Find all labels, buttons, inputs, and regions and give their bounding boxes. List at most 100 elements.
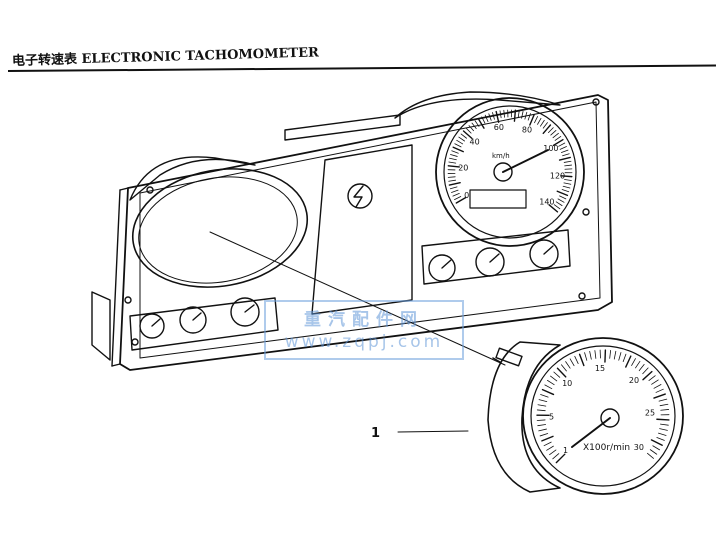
gauge-tick bbox=[659, 428, 668, 431]
gauge-tick bbox=[648, 375, 656, 381]
rear-box-top bbox=[284, 114, 401, 141]
gauge-scale-label: 0 bbox=[464, 191, 469, 200]
gauge-tick bbox=[534, 116, 538, 124]
gauge-tick bbox=[451, 150, 459, 154]
gauge-tick bbox=[563, 182, 572, 185]
assembly-line bbox=[209, 231, 506, 366]
gauge-tick bbox=[552, 453, 560, 460]
mount-hole bbox=[146, 186, 154, 194]
gauge-tick bbox=[449, 186, 458, 190]
mount-hole bbox=[578, 292, 586, 300]
gauge-tick bbox=[454, 143, 462, 148]
gauge-tick bbox=[556, 190, 569, 197]
speedometer-hub bbox=[493, 162, 513, 182]
speedometer-dial bbox=[443, 105, 577, 239]
small-gauge-air2 bbox=[529, 239, 559, 269]
small-gauge-air1 bbox=[475, 247, 505, 277]
gauge-tick bbox=[659, 403, 669, 407]
gauge-tick bbox=[561, 149, 569, 153]
gauge-tick bbox=[454, 196, 462, 200]
gauge-tick bbox=[642, 367, 649, 375]
panel-outer bbox=[119, 94, 613, 371]
gauge-tick bbox=[450, 154, 458, 157]
gauge-scale-label: 20 bbox=[458, 163, 468, 172]
logo-plate bbox=[311, 144, 413, 315]
gauge-tick bbox=[537, 424, 547, 427]
gauge-tick bbox=[451, 189, 459, 193]
gauge-tick bbox=[652, 445, 661, 451]
tachometer-body-side bbox=[487, 341, 561, 493]
callout-leader bbox=[397, 430, 469, 433]
small-gauges-right bbox=[421, 229, 571, 285]
gauge-tick bbox=[524, 111, 528, 120]
gauge-scale-label: 30 bbox=[634, 443, 644, 452]
gauge-tick bbox=[481, 116, 486, 124]
gauge-tick bbox=[631, 358, 636, 366]
gauge-tick bbox=[563, 160, 572, 163]
gauge-tick bbox=[564, 164, 573, 167]
gauge-tick bbox=[658, 432, 667, 436]
gauge-tick bbox=[539, 433, 549, 437]
mount-hole bbox=[131, 338, 139, 346]
small-gauge-fuel bbox=[139, 313, 165, 339]
gauge-tick bbox=[560, 175, 573, 178]
gauge-tick bbox=[529, 114, 535, 126]
gauge-tick bbox=[562, 185, 571, 189]
gauge-tick bbox=[541, 388, 555, 396]
gauge-tick bbox=[565, 361, 571, 369]
gauge-tick bbox=[543, 441, 552, 447]
gauge-tick bbox=[455, 196, 467, 204]
gauge-tick bbox=[660, 423, 669, 426]
gauge-tick bbox=[517, 110, 520, 119]
panel-inner-edge bbox=[139, 101, 601, 359]
gauge-tick bbox=[537, 404, 547, 407]
gauge-scale-label: 10 bbox=[562, 379, 572, 388]
gauge-tick bbox=[547, 379, 555, 386]
gauge-tick bbox=[658, 398, 668, 402]
speedometer-unit: km/h bbox=[492, 152, 510, 160]
gauge-tick bbox=[548, 204, 559, 213]
gauge-tick bbox=[561, 189, 570, 193]
gauge-tick bbox=[574, 355, 579, 364]
tachometer-ticks bbox=[536, 349, 670, 464]
gauge-tick bbox=[538, 399, 548, 402]
gauge-scale-label: 15 bbox=[595, 364, 605, 373]
gauge-tick bbox=[458, 136, 465, 142]
gauge-tick bbox=[495, 110, 500, 123]
gauge-tick bbox=[561, 364, 567, 372]
gauge-tick bbox=[542, 124, 552, 135]
tachometer-dial bbox=[530, 345, 676, 487]
watermark-site-name: 重汽配件网 bbox=[304, 310, 424, 330]
gauge-tick bbox=[642, 370, 653, 381]
gauge-tick bbox=[562, 153, 570, 157]
gauge-tick bbox=[553, 371, 561, 378]
gauge-tick bbox=[589, 350, 592, 360]
gauge-tick bbox=[499, 110, 502, 119]
gauge-tick bbox=[471, 122, 477, 129]
small-gauges-left bbox=[129, 297, 279, 351]
gauge-tick bbox=[465, 127, 472, 134]
gauge-tick bbox=[564, 179, 572, 181]
gauge-tick bbox=[542, 122, 548, 129]
gauge-tick bbox=[544, 384, 553, 390]
gauge-tick bbox=[527, 113, 531, 121]
gauge-tick bbox=[448, 161, 457, 164]
gauge-tick bbox=[536, 409, 546, 412]
gauge-tick bbox=[649, 449, 658, 455]
gauge-scale-label: 120 bbox=[550, 171, 565, 180]
gauge-tick bbox=[492, 112, 495, 120]
tachometer-hub bbox=[600, 408, 620, 428]
gauge-tick bbox=[546, 445, 554, 451]
gauge-tick bbox=[537, 117, 542, 125]
gauge-tick bbox=[656, 437, 665, 441]
gauge-tick bbox=[452, 192, 460, 197]
gauge-tick bbox=[460, 133, 467, 139]
gauge-tick bbox=[655, 388, 664, 393]
gauge-tick bbox=[503, 109, 505, 118]
gauge-tick bbox=[513, 109, 517, 122]
gauge-scale-label: 25 bbox=[645, 409, 655, 418]
gauge-tick bbox=[558, 156, 571, 161]
gauge-tick bbox=[556, 367, 567, 378]
gauge-tick bbox=[538, 428, 547, 432]
